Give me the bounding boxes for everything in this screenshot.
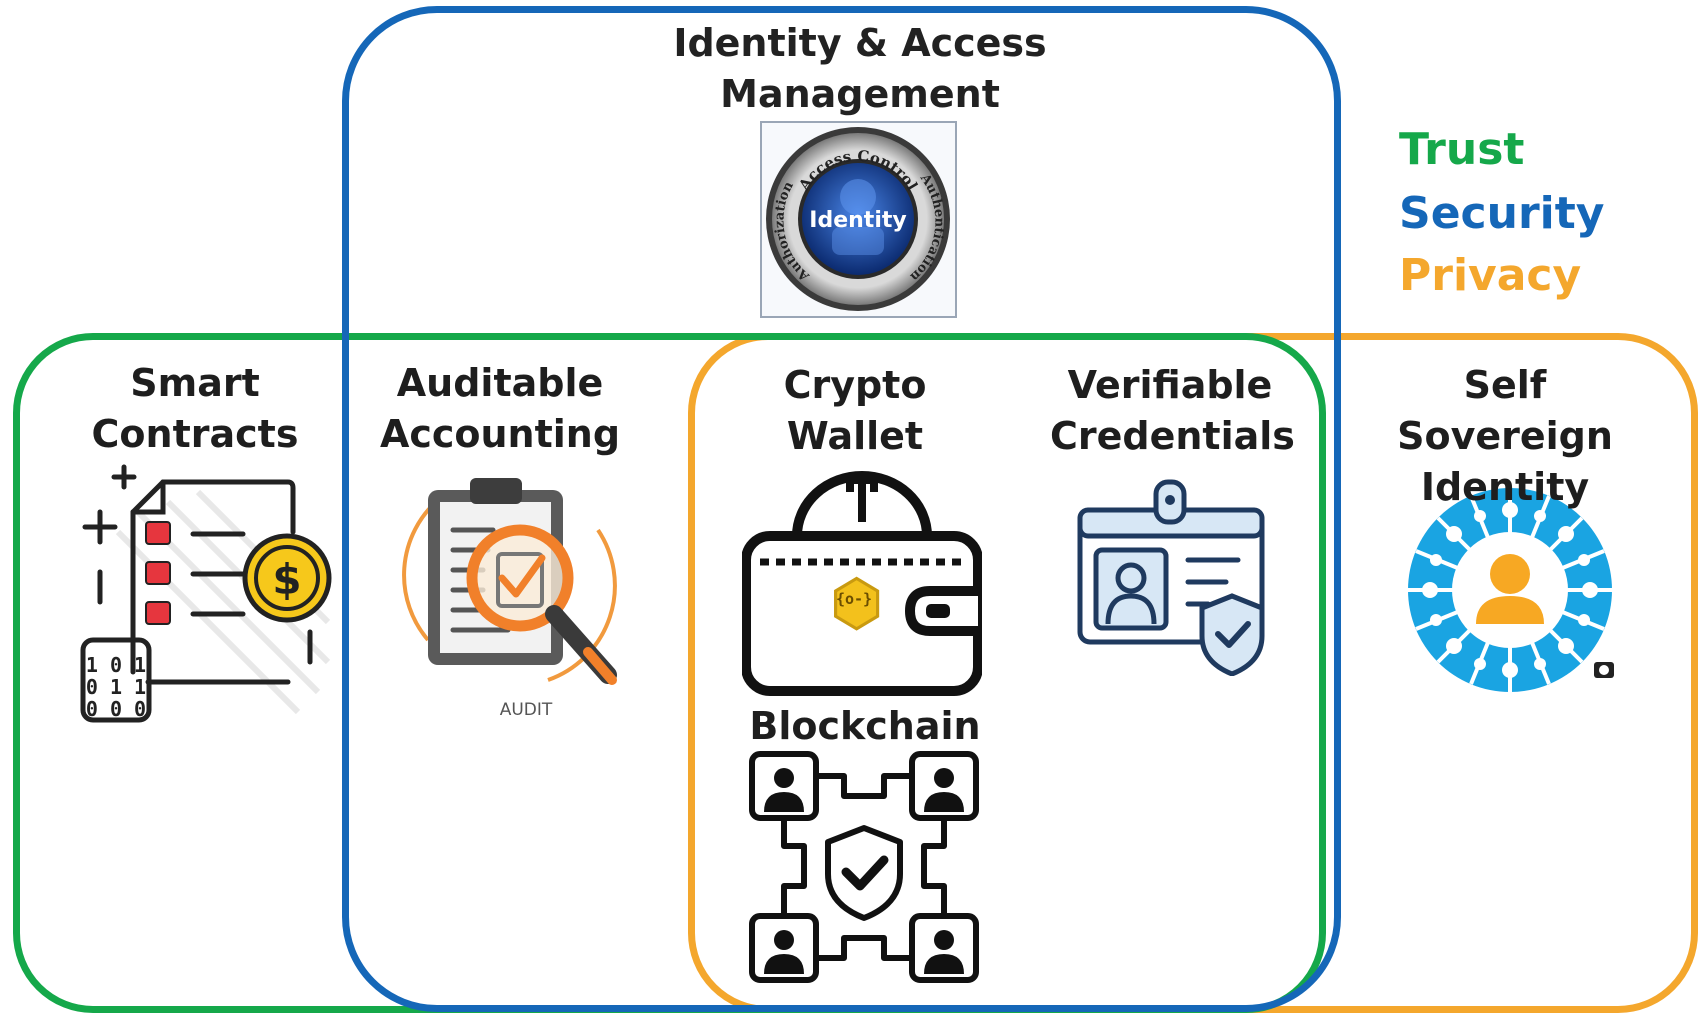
audit-caption: AUDIT: [499, 700, 553, 720]
auditable-accounting-label: Auditable Accounting: [379, 361, 621, 456]
id-card-shield-icon: [1077, 479, 1265, 676]
svg-text:$: $: [272, 555, 301, 604]
identity-badge-center-label: Identity: [809, 208, 906, 233]
identity-badge-icon: Identity Access Control Authorization Au…: [766, 127, 950, 311]
verifiable-credentials-label: Verifiable Credentials: [1050, 363, 1295, 458]
smart-contracts-label: Smart Contracts: [91, 361, 299, 456]
svg-text:0 0 0: 0 0 0: [86, 697, 146, 721]
crypto-wallet-label: Crypto Wallet: [783, 363, 927, 458]
iam-title: Identity & Access Management: [673, 21, 1047, 116]
blockchain-label: Blockchain: [749, 704, 981, 748]
legend-privacy: Privacy: [1399, 250, 1582, 301]
legend-security: Security: [1399, 188, 1605, 239]
wallet-key-icon: {o-}: [742, 471, 982, 696]
svg-text:{o-}: {o-}: [836, 590, 872, 608]
identity-access-badge: Identity Access Control Authorization Au…: [760, 121, 957, 318]
security-region-frame: [342, 6, 1341, 1012]
svg-text:0 1 1: 0 1 1: [86, 675, 146, 699]
legend-trust: Trust: [1399, 124, 1525, 175]
user-hub-wheel-icon: [1408, 488, 1614, 692]
svg-text:1 0 1: 1 0 1: [86, 653, 146, 677]
contract-dollar-icon: $ 1 0 1 0 1 1 0 0 0: [80, 464, 332, 723]
audit-magnifier-icon: [402, 478, 617, 685]
self-sovereign-identity-label: Self Sovereign Identity: [1397, 363, 1613, 509]
blockchain-network-icon: [749, 751, 979, 983]
